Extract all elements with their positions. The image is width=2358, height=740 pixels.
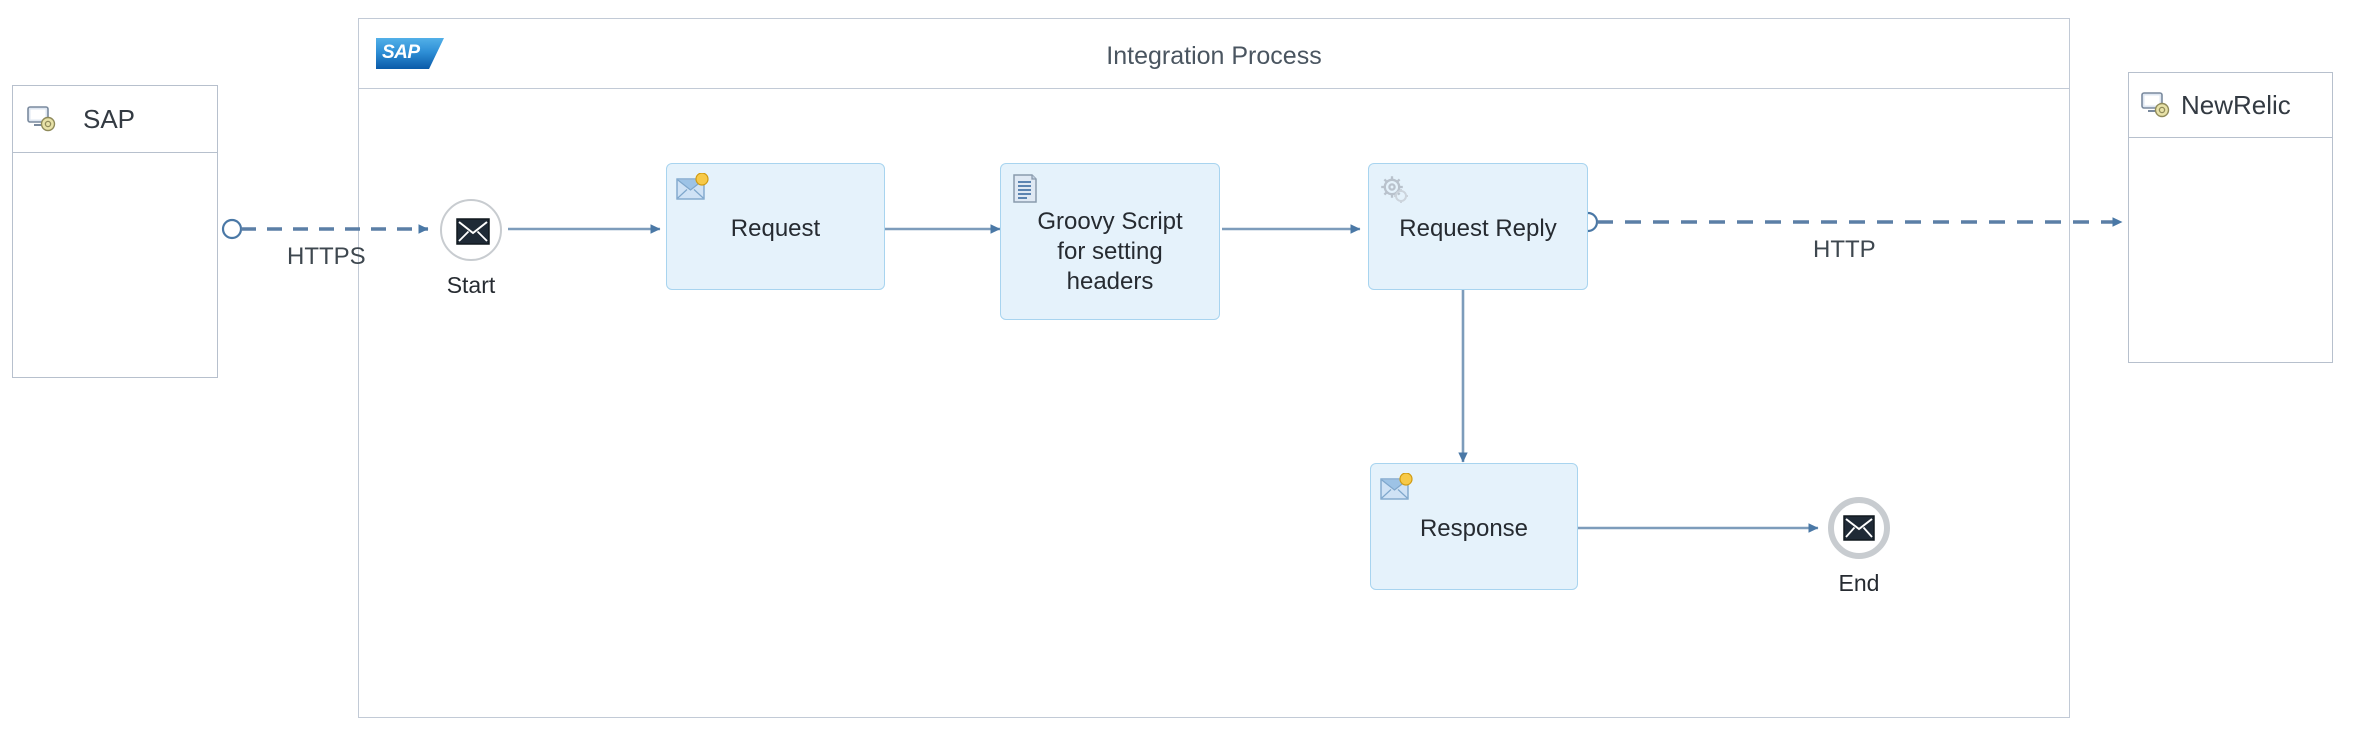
gear-icon — [1378, 173, 1412, 203]
participant-header: SAP — [13, 86, 217, 153]
step-label-line: headers — [1066, 268, 1154, 295]
event-end[interactable] — [1828, 497, 1890, 559]
message-mapping-icon — [1380, 472, 1414, 503]
page-title: Integration Process — [1106, 42, 1322, 70]
step-response[interactable]: Response — [1370, 463, 1578, 590]
envelope-icon — [456, 218, 490, 250]
step-groovy-script[interactable]: Groovy Script for setting headers — [1000, 163, 1220, 320]
event-start[interactable] — [440, 199, 502, 261]
integration-process-pool[interactable]: SAP Integration Process — [358, 18, 2070, 718]
message-flow-label-https: HTTPS — [287, 243, 366, 270]
step-request-reply[interactable]: Request Reply — [1368, 163, 1588, 290]
event-start-label: Start — [446, 272, 496, 298]
step-response-label: Response — [1419, 515, 1529, 542]
step-request-reply-label: Request Reply — [1399, 215, 1557, 242]
pool-header: SAP Integration Process — [359, 19, 2069, 89]
step-label-line: for setting — [1057, 238, 1163, 265]
sap-logo-text: SAP — [382, 42, 420, 63]
script-icon — [1010, 173, 1044, 203]
participant-receiver-label: NewRelic — [2181, 89, 2291, 120]
participant-receiver-newrelic[interactable]: NewRelic — [2128, 72, 2333, 363]
step-request-label: Request — [730, 215, 821, 242]
participant-sender-label: SAP — [83, 103, 136, 134]
system-participant-icon — [2141, 91, 2171, 119]
message-mapping-icon — [676, 172, 710, 203]
participant-header: NewRelic — [2129, 73, 2332, 138]
step-label-line: Groovy Script — [1037, 208, 1183, 235]
step-request[interactable]: Request — [666, 163, 885, 290]
message-flow-label-http: HTTP — [1813, 236, 1876, 263]
sap-logo: SAP — [376, 38, 444, 69]
participant-sender-sap[interactable]: SAP — [12, 85, 218, 378]
system-participant-icon — [27, 105, 57, 133]
event-end-label: End — [1838, 570, 1880, 596]
envelope-icon — [1843, 515, 1875, 546]
step-groovy-script-label: Groovy Script for setting headers — [1001, 207, 1219, 297]
